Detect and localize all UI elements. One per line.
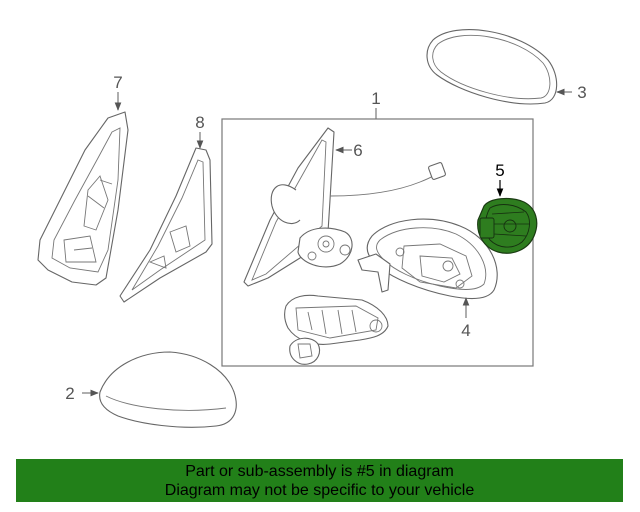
part-7-inner-cover[interactable] xyxy=(37,111,129,286)
callout-8: 8 xyxy=(195,113,204,132)
part-4-mirror-back[interactable] xyxy=(357,218,498,300)
callout-5: 5 xyxy=(495,161,504,180)
part-2-mirror-cap[interactable] xyxy=(99,351,237,428)
callout-lines xyxy=(82,88,572,397)
part-5-mirror-motor[interactable] xyxy=(477,197,538,254)
part-mirror-base-cover[interactable] xyxy=(284,294,389,365)
part-3-mirror-glass[interactable] xyxy=(426,29,558,105)
banner-line-2: Diagram may not be specific to your vehi… xyxy=(164,482,475,499)
callout-2: 2 xyxy=(65,384,74,403)
callout-6: 6 xyxy=(353,141,362,160)
part-6-mirror-housing[interactable] xyxy=(243,127,446,287)
callout-1: 1 xyxy=(371,89,380,108)
info-banner: Part or sub-assembly is #5 in diagram Di… xyxy=(16,459,623,502)
parts-diagram: 1 2 3 4 5 6 7 8 xyxy=(37,29,587,428)
assembly-frame xyxy=(221,118,534,367)
banner-line-1: Part or sub-assembly is #5 in diagram xyxy=(185,463,454,480)
part-8-gasket[interactable] xyxy=(119,147,213,303)
callout-3: 3 xyxy=(577,83,586,102)
callout-7: 7 xyxy=(113,73,122,92)
callout-4: 4 xyxy=(461,321,470,340)
